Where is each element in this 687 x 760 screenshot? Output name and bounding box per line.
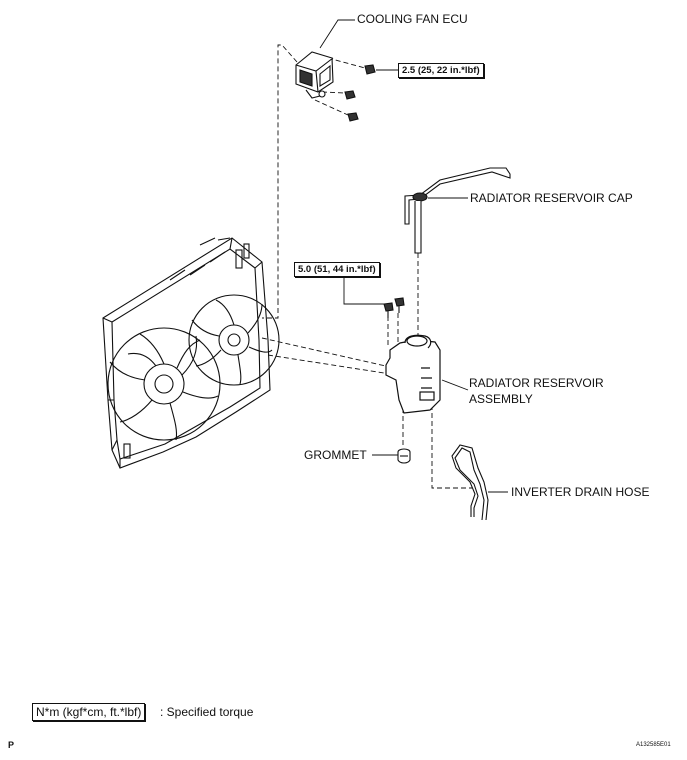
radiator-reservoir-cap: [404, 167, 511, 254]
cooling-fan-ecu: [295, 51, 334, 99]
label-radiator-reservoir-assembly-line2: ASSEMBLY: [469, 392, 533, 406]
torque-reservoir-bolt: 5.0 (51, 44 in.*lbf): [294, 262, 380, 277]
inverter-drain-hose: [451, 444, 489, 521]
ecu-bolts: [344, 64, 376, 122]
corner-mark-left: P: [8, 740, 15, 750]
fan-shroud-assembly: [102, 237, 280, 469]
reservoir-bolts: [383, 297, 405, 318]
grommet: [397, 448, 411, 464]
dashed-leaders: [261, 44, 472, 489]
label-inverter-drain-hose: INVERTER DRAIN HOSE: [511, 485, 650, 499]
label-radiator-reservoir-cap: RADIATOR RESERVOIR CAP: [470, 191, 633, 205]
label-radiator-reservoir-assembly-line1: RADIATOR RESERVOIR: [469, 376, 604, 390]
legend-torque-box: N*m (kgf*cm, ft.*lbf): [32, 703, 146, 721]
label-cooling-fan-ecu: COOLING FAN ECU: [357, 12, 468, 26]
right-fan: [188, 294, 280, 386]
left-fan: [107, 327, 221, 441]
torque-ecu-bolt: 2.5 (25, 22 in.*lbf): [398, 63, 484, 78]
radiator-reservoir-assembly: [385, 334, 441, 414]
label-grommet: GROMMET: [304, 448, 367, 462]
figure-id: A132585E01: [636, 742, 671, 748]
legend-torque-text: : Specified torque: [160, 705, 254, 719]
label-leaders: [319, 19, 508, 493]
